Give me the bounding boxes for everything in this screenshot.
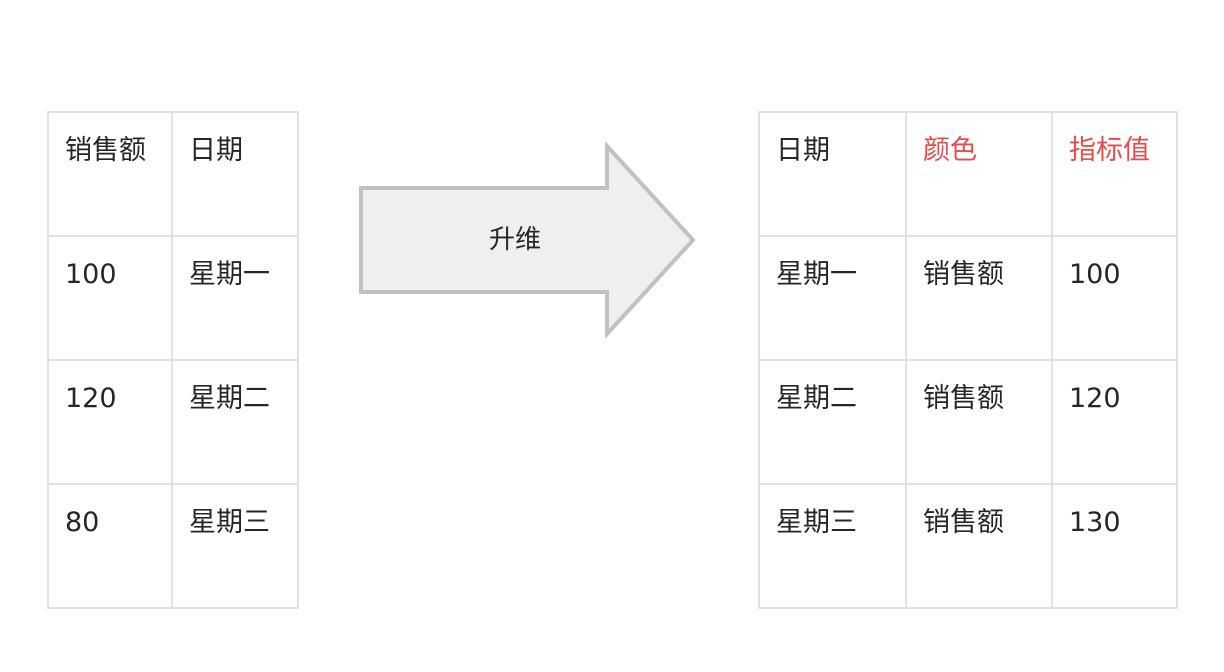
right-arrow-icon bbox=[359, 140, 696, 340]
table-header-row: 日期 颜色 指标值 bbox=[758, 111, 1178, 237]
table-header-cell: 日期 bbox=[171, 111, 299, 237]
table-cell: 80 bbox=[47, 483, 173, 609]
table-cell: 星期三 bbox=[758, 483, 907, 609]
table-cell: 销售额 bbox=[905, 235, 1053, 361]
table-cell: 130 bbox=[1051, 483, 1178, 609]
table-cell: 星期二 bbox=[758, 359, 907, 485]
table-header-cell: 指标值 bbox=[1051, 111, 1178, 237]
result-table: 日期 颜色 指标值 星期一 销售额 100 星期二 销售额 120 星期三 销售… bbox=[758, 111, 1178, 609]
table-cell: 销售额 bbox=[905, 483, 1053, 609]
source-table: 销售额 日期 100 星期一 120 星期二 80 星期三 bbox=[47, 111, 299, 609]
table-row: 星期三 销售额 130 bbox=[758, 483, 1178, 609]
table-cell: 星期一 bbox=[171, 235, 299, 361]
transform-arrow: 升维 bbox=[355, 140, 700, 340]
table-cell: 星期三 bbox=[171, 483, 299, 609]
table-cell: 100 bbox=[47, 235, 173, 361]
table-row: 100 星期一 bbox=[47, 235, 299, 361]
table-header-row: 销售额 日期 bbox=[47, 111, 299, 237]
table-cell: 120 bbox=[1051, 359, 1178, 485]
table-cell: 星期二 bbox=[171, 359, 299, 485]
table-row: 80 星期三 bbox=[47, 483, 299, 609]
table-header-cell: 颜色 bbox=[905, 111, 1053, 237]
table-cell: 销售额 bbox=[905, 359, 1053, 485]
arrow-label: 升维 bbox=[488, 225, 541, 255]
table-row: 120 星期二 bbox=[47, 359, 299, 485]
table-cell: 120 bbox=[47, 359, 173, 485]
table-header-cell: 日期 bbox=[758, 111, 907, 237]
table-cell: 星期一 bbox=[758, 235, 907, 361]
table-cell: 100 bbox=[1051, 235, 1178, 361]
table-row: 星期二 销售额 120 bbox=[758, 359, 1178, 485]
table-header-cell: 销售额 bbox=[47, 111, 173, 237]
table-row: 星期一 销售额 100 bbox=[758, 235, 1178, 361]
